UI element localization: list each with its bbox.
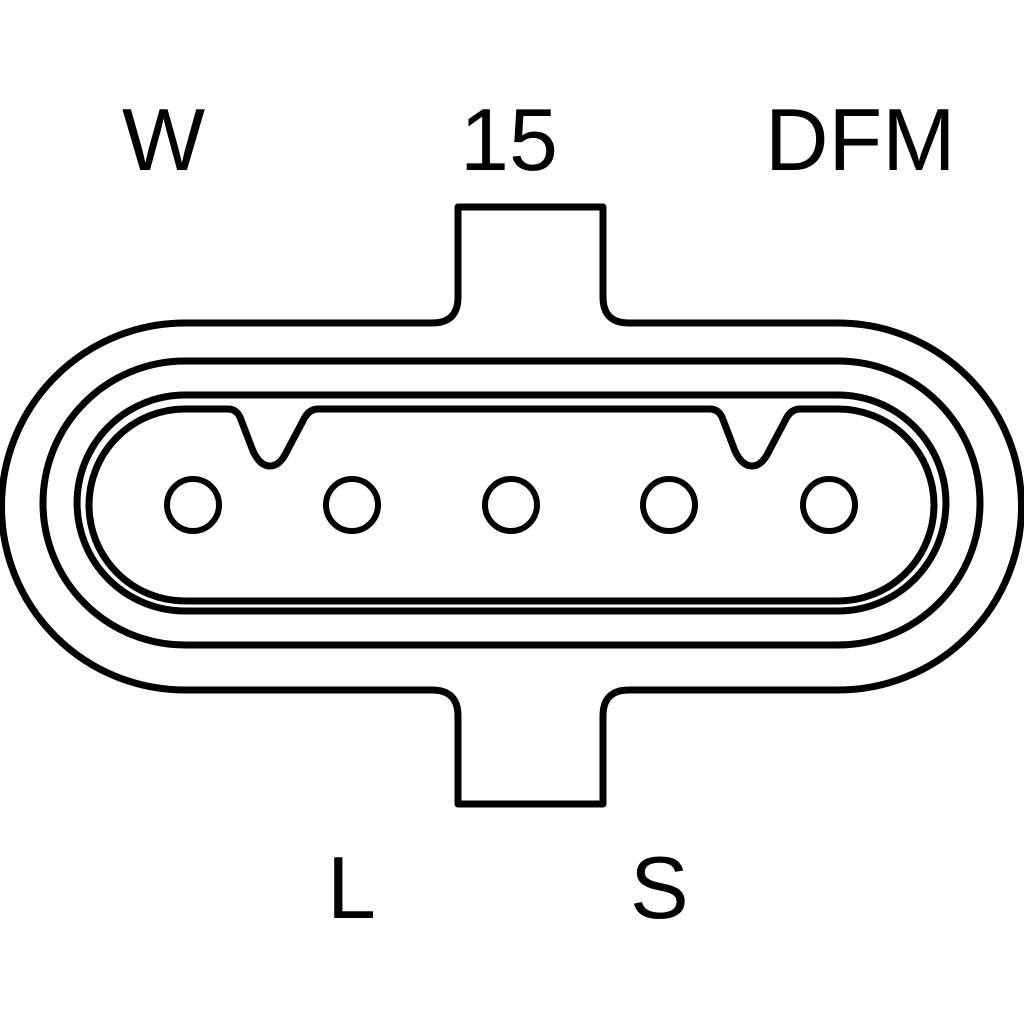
- outer-housing: [0, 203, 1024, 808]
- pin-3: [482, 476, 540, 534]
- label-l: L: [327, 838, 376, 937]
- label-s: S: [630, 838, 689, 937]
- inner-ring-with-notches: [85, 405, 938, 605]
- seal-ring: [39, 357, 984, 649]
- pin-1: [164, 476, 222, 534]
- pin-5: [800, 476, 858, 534]
- inner-ring-outer: [73, 391, 950, 615]
- pin-4: [640, 476, 698, 534]
- pin-2: [323, 476, 381, 534]
- label-dfm: DFM: [765, 90, 956, 189]
- label-15: 15: [460, 90, 558, 189]
- label-w: W: [122, 90, 205, 189]
